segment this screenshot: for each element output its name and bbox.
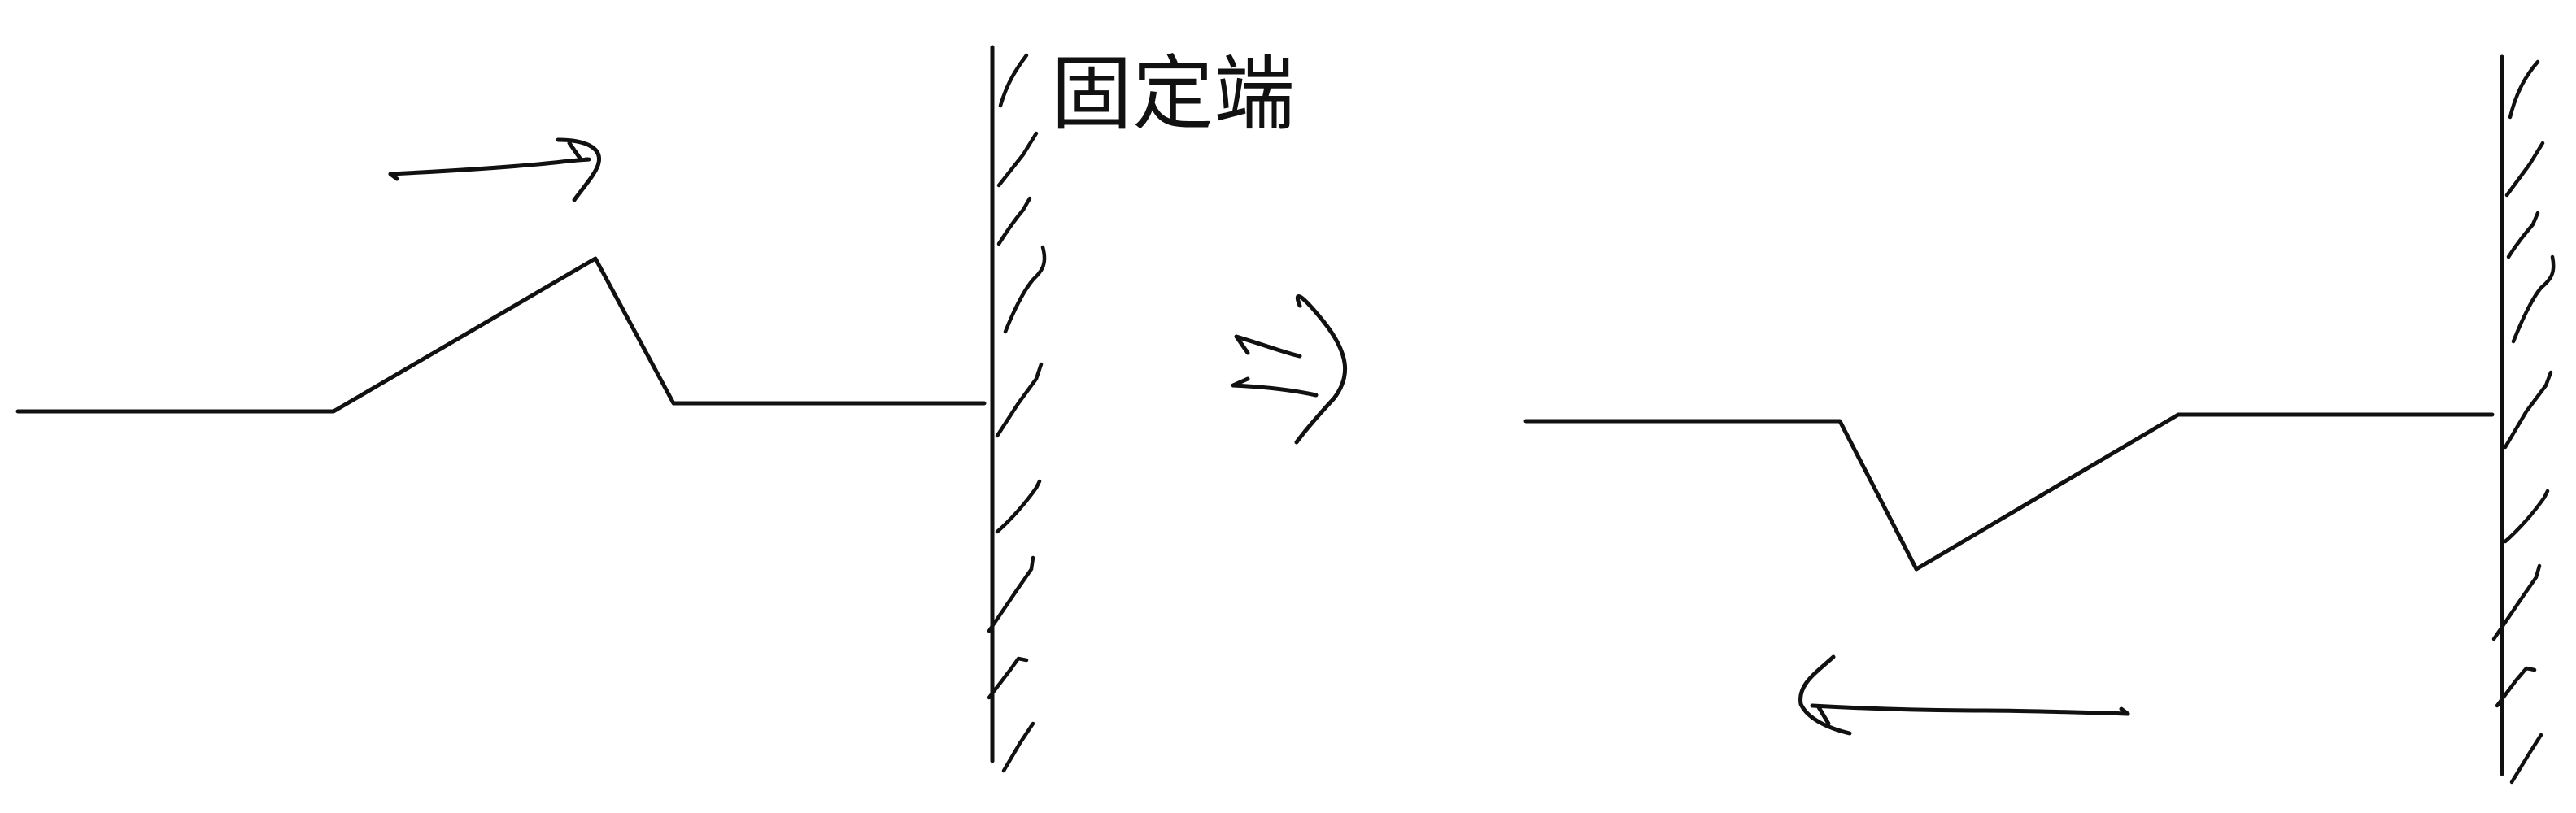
fixed-end-label: 固定端 bbox=[1051, 46, 1295, 141]
incident-arrow-head bbox=[388, 137, 601, 202]
reflected-string-with-inverted-pulse bbox=[1523, 412, 2495, 572]
reflected-panel bbox=[1523, 54, 2556, 785]
wall-hatching-left bbox=[987, 53, 1047, 773]
reflected-arrow-head bbox=[1798, 654, 2130, 736]
transition-arrow-icon bbox=[1231, 294, 1348, 445]
reflected-direction-arrow-left bbox=[1810, 703, 2130, 716]
incident-direction-arrow-right bbox=[388, 157, 591, 176]
incident-panel: 固定端 bbox=[15, 45, 1295, 773]
incident-string-with-pulse bbox=[15, 256, 987, 414]
wall-hatching-right bbox=[2491, 59, 2556, 785]
